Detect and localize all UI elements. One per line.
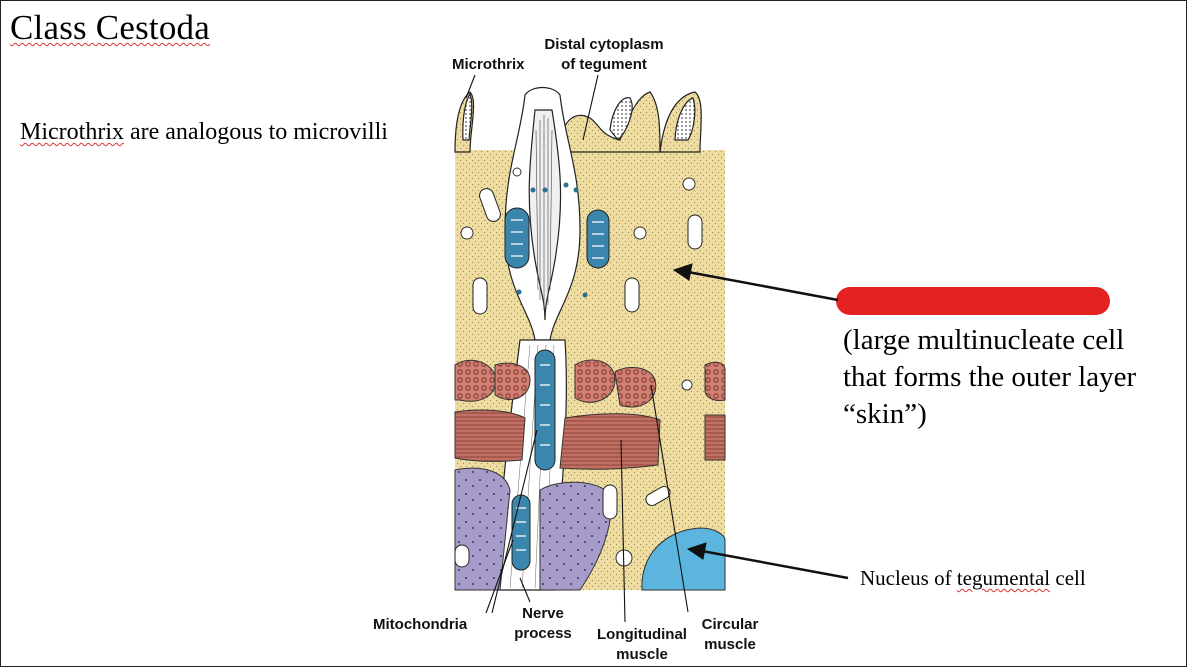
mitochondria-blue: [504, 207, 610, 571]
microtriches: [454, 91, 702, 153]
sensory-ending: [504, 86, 581, 341]
label-circular-muscle: Circular muscle: [701, 616, 759, 653]
label-nerve-process: Nerve process: [514, 605, 572, 642]
circular-muscle: [454, 359, 726, 408]
slide-title-text: Class Cestoda: [10, 8, 210, 47]
nucleus-note-post: cell: [1050, 566, 1086, 590]
tegument-note-line1: (large multinucleate cell: [843, 324, 1125, 356]
granules: [516, 182, 588, 298]
mitochondria-cristae: [511, 219, 604, 551]
nucleus-note-pre: Nucleus of: [860, 566, 957, 590]
redaction-mark: [836, 287, 1110, 315]
slide-title: Class Cestoda: [10, 8, 210, 48]
microthrix-note: Microthrix are analogous to microvilli: [20, 119, 388, 146]
nucleus-note: Nucleus of tegumental cell: [860, 566, 1086, 591]
microthrix-term: Microthrix: [20, 119, 124, 145]
nucleus-note-term: tegumental: [956, 566, 1051, 590]
tegument-note: (large multinucleate cell that forms the…: [843, 285, 1183, 433]
mitochondria-outline: [454, 188, 703, 568]
tegument-note-line3: “skin”): [843, 398, 927, 430]
vesicles: [460, 167, 696, 567]
label-microthrix: Microthrix: [452, 56, 525, 73]
arrows: [672, 263, 849, 580]
label-longitudinal-muscle: Longitudinal muscle: [597, 626, 687, 663]
longitudinal-muscle: [454, 409, 726, 470]
tegument-note-line2: that forms the outer layer: [843, 361, 1137, 393]
label-mitochondria: Mitochondria: [373, 616, 468, 633]
label-distal-cytoplasm: Distal cytoplasm of tegument: [544, 36, 664, 73]
leader-lines: [465, 74, 689, 623]
microthrix-note-rest: are analogous to microvilli: [123, 119, 388, 145]
